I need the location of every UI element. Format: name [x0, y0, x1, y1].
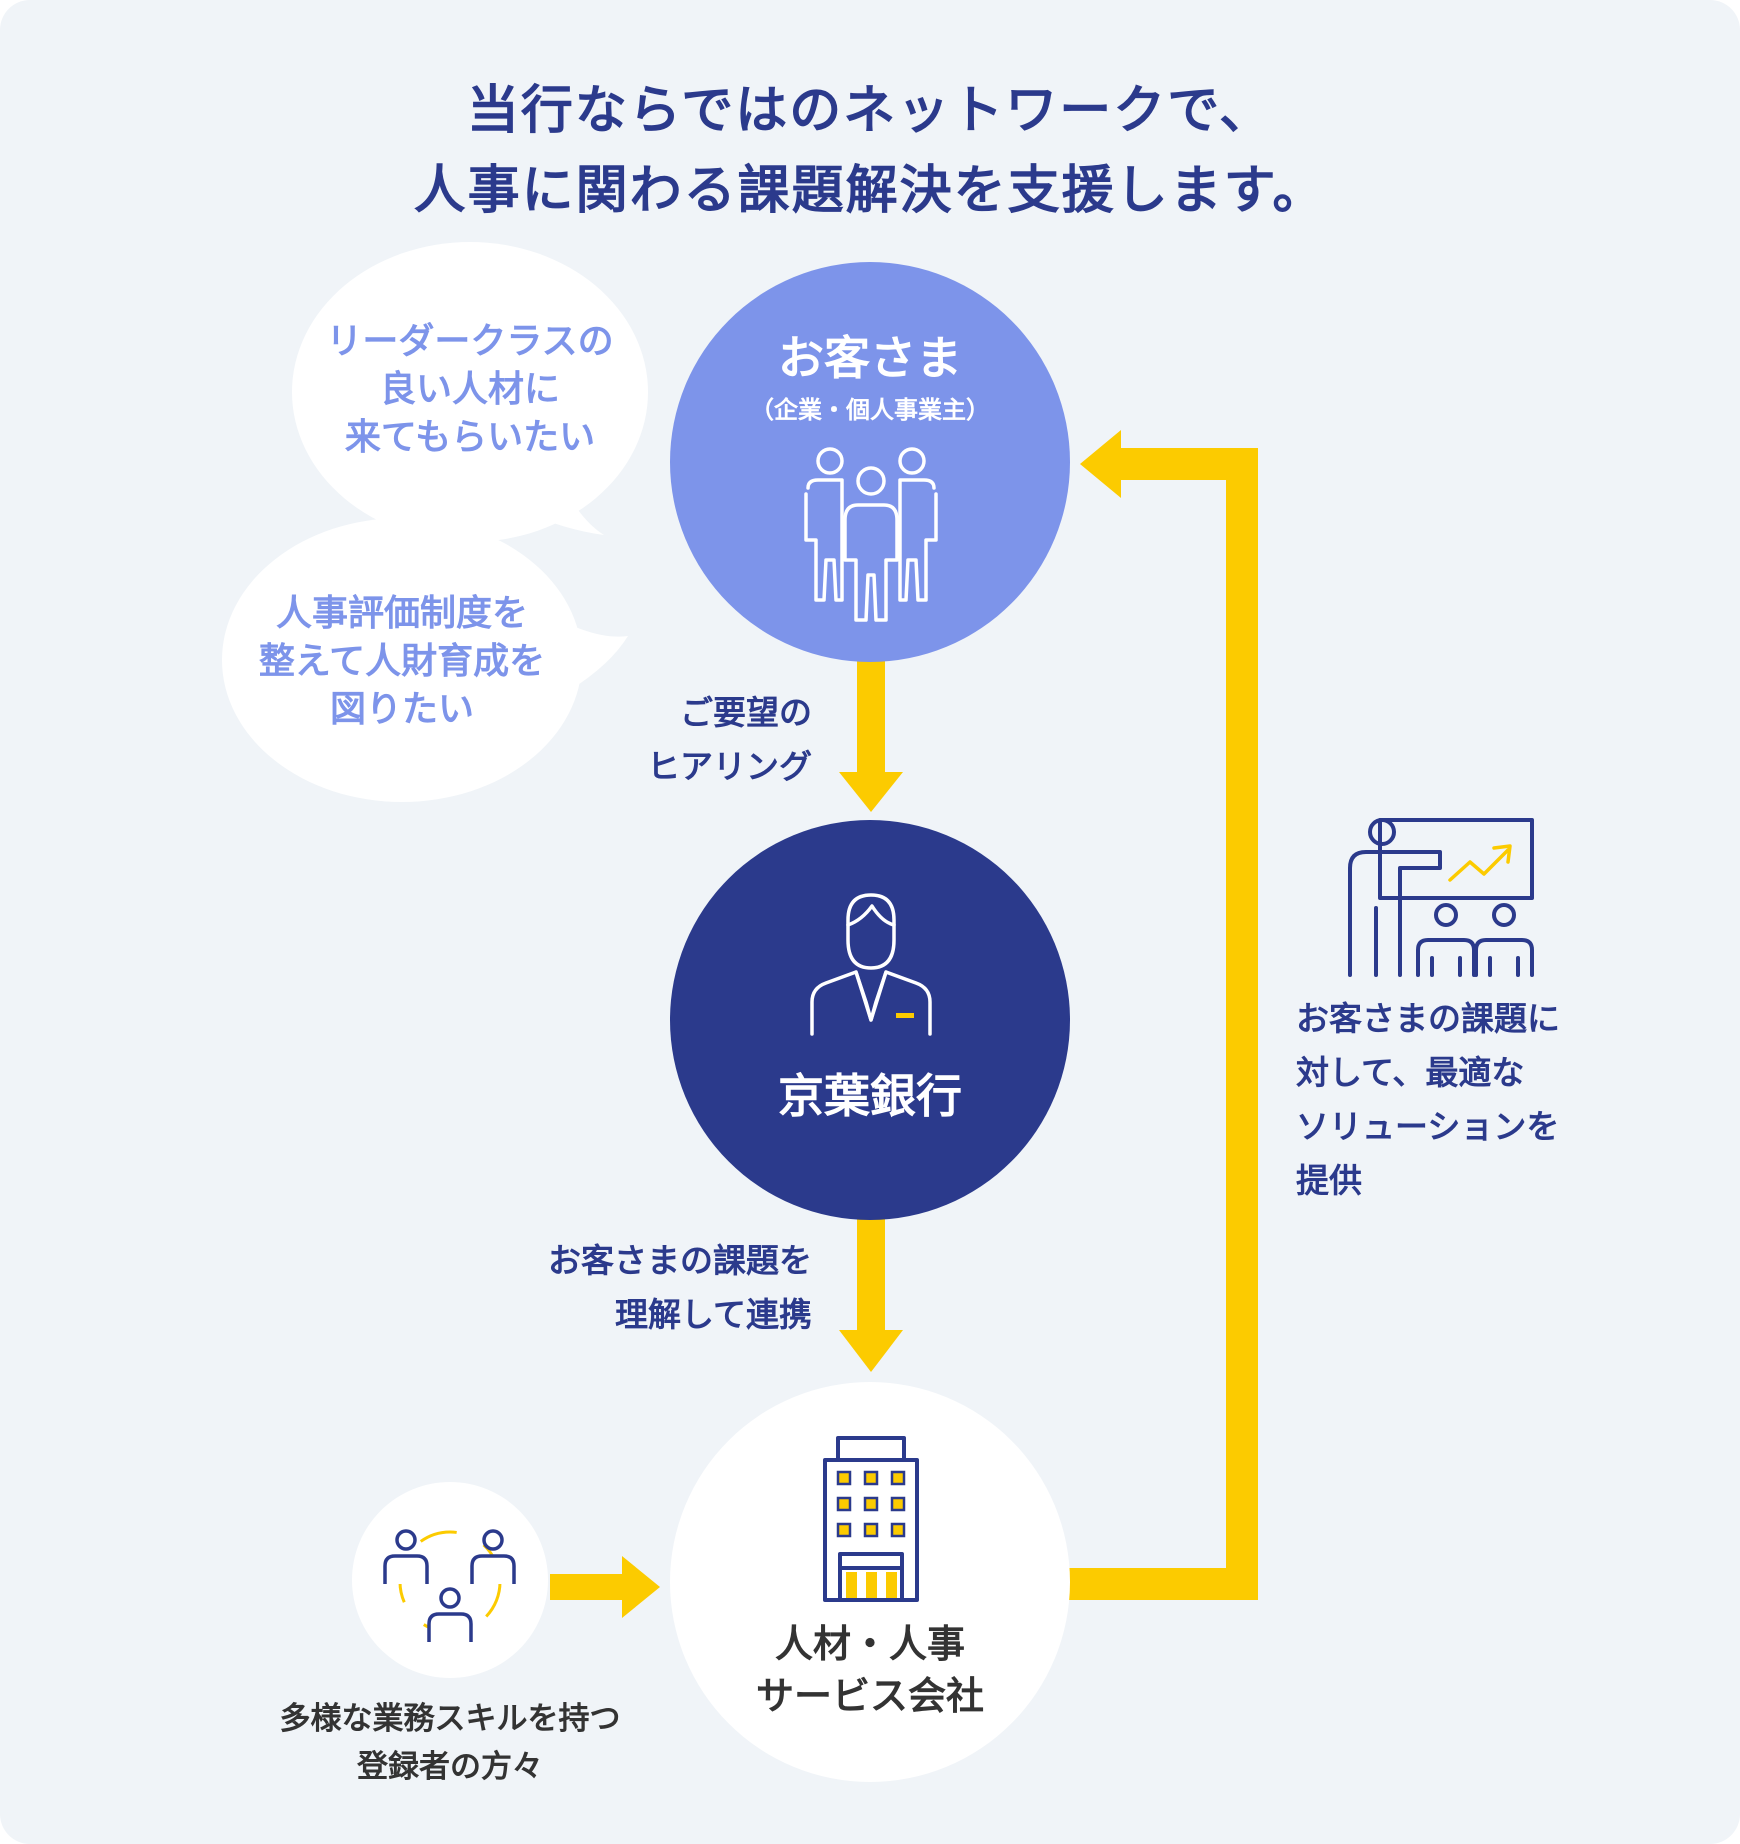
cooperation-label-line: お客さまの課題を [548, 1241, 812, 1280]
speech-bubble-2-text: 人事評価制度を 整えて人財育成を 図りたい [222, 590, 582, 734]
arrow-shaft-registrants [550, 1574, 625, 1600]
speech-bubble-2 [222, 518, 582, 802]
hr-company-label-line: サービス会社 [755, 1674, 984, 1718]
cooperation-label-line: 理解して連携 [614, 1295, 812, 1334]
solution-label-line: ソリューションを [1296, 1107, 1560, 1146]
bank-name: 京葉銀行 [778, 1069, 962, 1123]
arrow-shaft-cooperation [857, 1215, 885, 1333]
hearing-label-line: ご要望の [680, 693, 812, 732]
hearing-label: ご要望の ヒアリング [560, 686, 812, 794]
registrants-label-line: 登録者の方々 [357, 1749, 543, 1785]
arrow-head-registrants [622, 1556, 660, 1618]
solution-label: お客さまの課題に 対して、最適な ソリューションを 提供 [1296, 992, 1616, 1208]
arrow-head-hearing [839, 772, 903, 812]
speech-bubble-2-tail [560, 620, 628, 690]
hr-company-label: 人材・人事 サービス会社 [670, 1618, 1070, 1722]
speech-bubble-1-text: リーダークラスの 良い人材に 来てもらいたい [292, 318, 648, 462]
arrow-head-solution [1080, 430, 1121, 498]
speech-bubble-1-tail [520, 480, 604, 535]
customer-circle [670, 262, 1070, 662]
speech-bubble-2-line: 図りたい [329, 689, 474, 730]
hr-company-label-line: 人材・人事 [774, 1622, 965, 1666]
solution-label-line: 提供 [1296, 1161, 1362, 1200]
speech-bubble-1-line: リーダークラスの [326, 321, 614, 362]
solution-label-line: お客さまの課題に [1296, 999, 1560, 1038]
registrants-label-line: 多様な業務スキルを持つ [279, 1701, 621, 1737]
speech-bubble-2-line: 整えて人財育成を [258, 641, 546, 682]
speech-bubble-1-line: 来てもらいたい [344, 417, 596, 458]
speech-bubble-1-line: 良い人材に [379, 369, 560, 410]
hearing-label-line: ヒアリング [647, 747, 812, 786]
cooperation-label: お客さまの課題を 理解して連携 [460, 1234, 812, 1342]
registrants-label: 多様な業務スキルを持つ 登録者の方々 [242, 1695, 658, 1791]
arrow-shaft-hearing [857, 660, 885, 775]
arrow-loop-solution [1068, 448, 1258, 1600]
arrow-head-cooperation [839, 1330, 903, 1372]
solution-label-line: 対して、最適な [1296, 1053, 1525, 1092]
speech-bubble-1 [292, 242, 648, 542]
customer-name: お客さま [778, 331, 962, 385]
title-line-2: 人事に関わる課題解決を支援します。 [413, 161, 1327, 221]
speech-bubble-2-line: 人事評価制度を [275, 593, 528, 634]
customer-subtitle: （企業・個人事業主） [750, 396, 990, 424]
title-line-1: 当行ならではのネットワークで、 [466, 81, 1274, 141]
